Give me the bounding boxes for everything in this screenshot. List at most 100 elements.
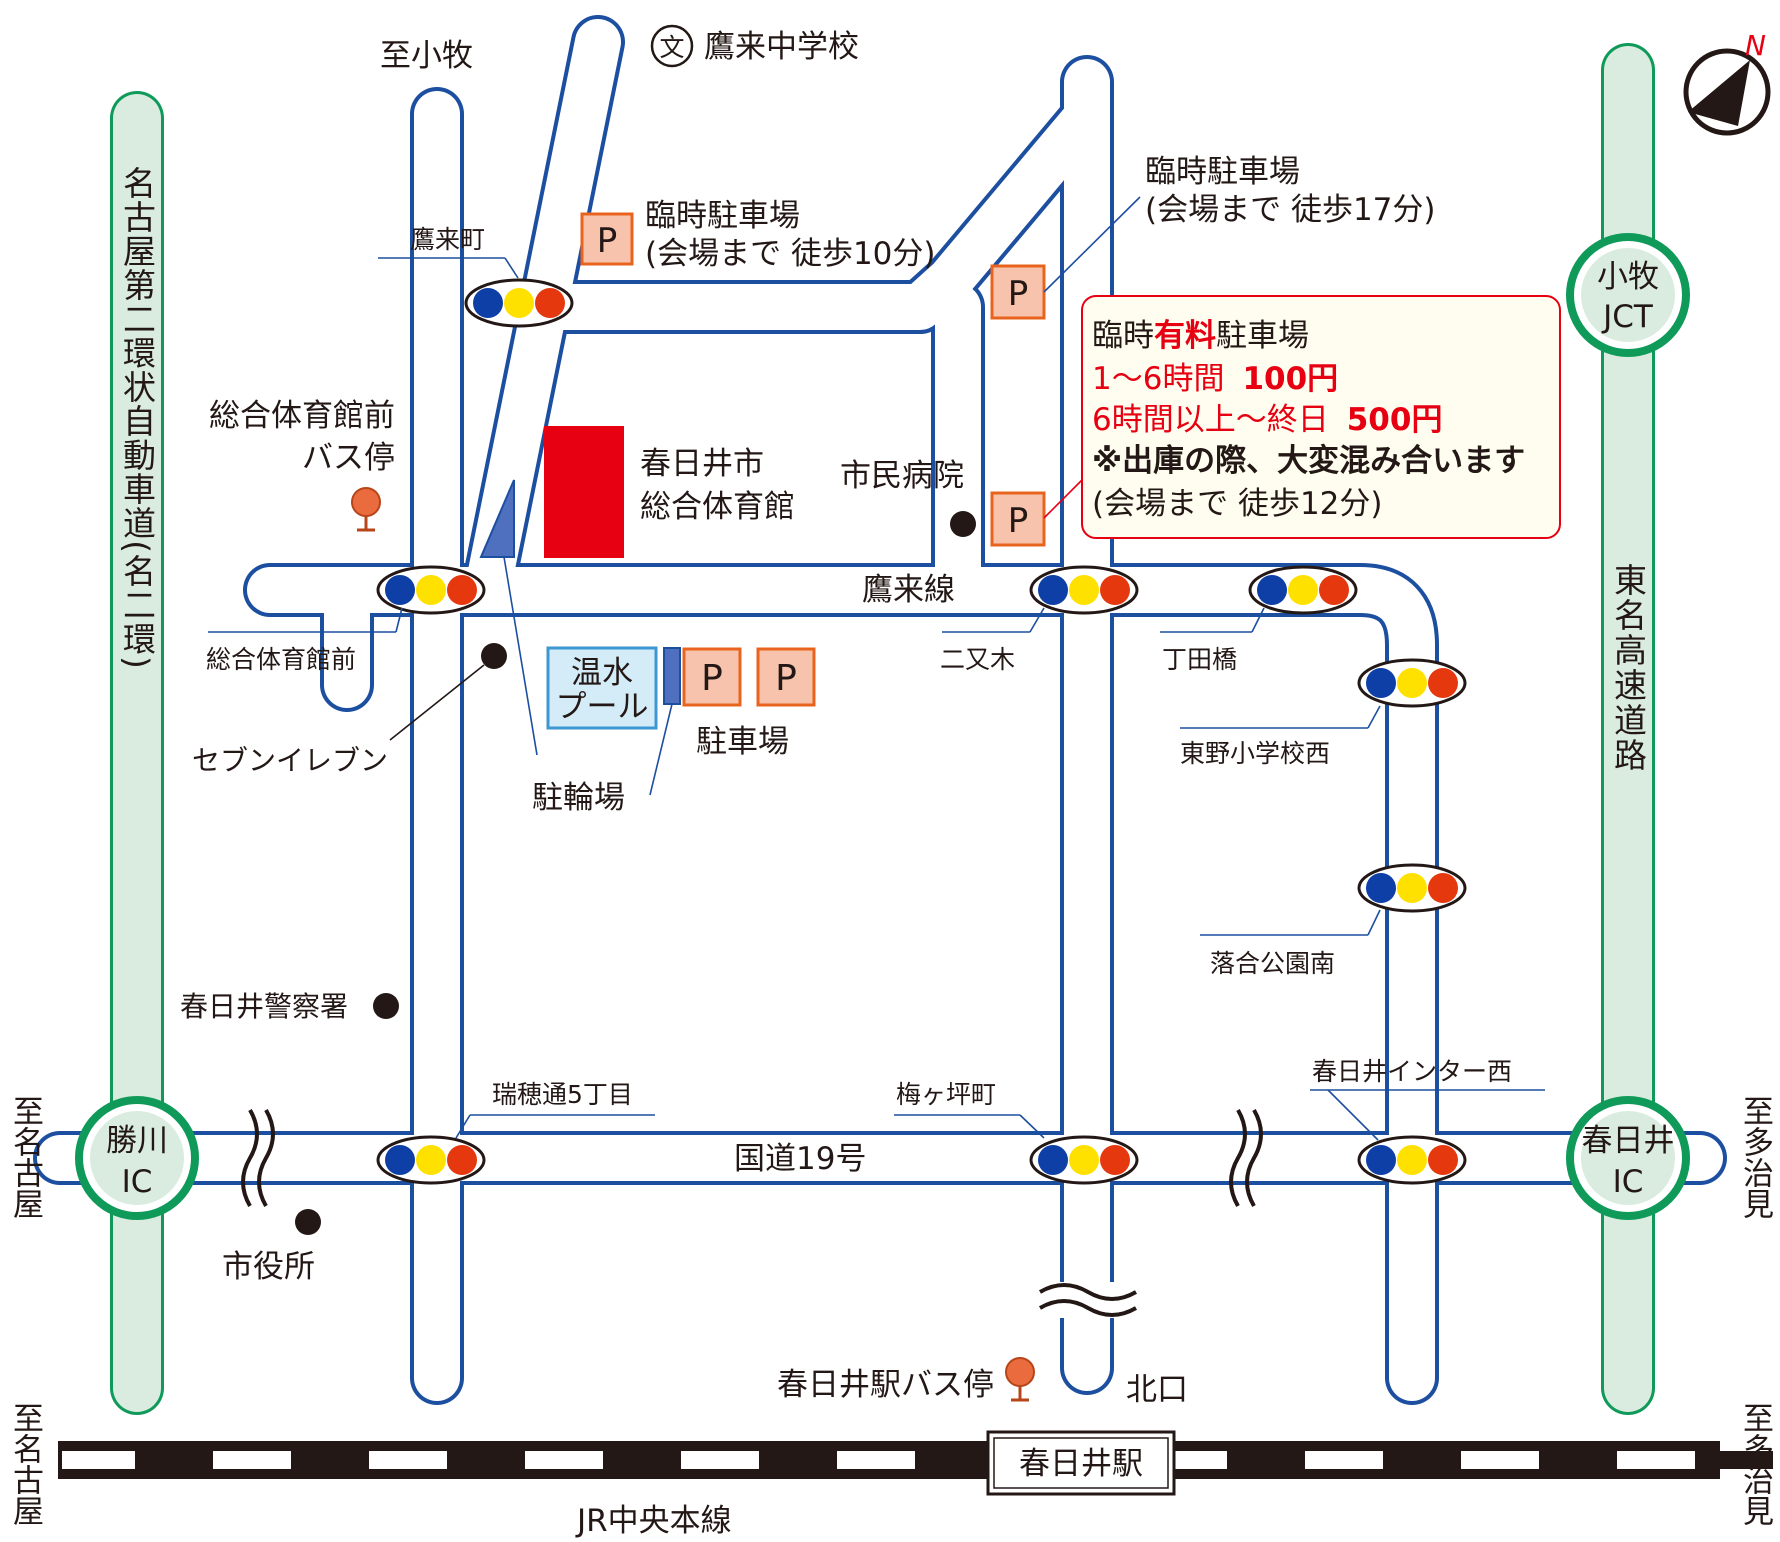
svg-text:勝川: 勝川 xyxy=(106,1123,168,1159)
rail-tie xyxy=(1695,1451,1773,1469)
parking-temp-1-title: 臨時駐車場 xyxy=(645,198,800,234)
traffic-signal-icon xyxy=(1248,565,1358,615)
rail-tie xyxy=(759,1451,837,1469)
parking-paid: P xyxy=(990,491,1046,547)
signal-label-higashino: 東野小学校西 xyxy=(1180,739,1330,768)
road-break-marks xyxy=(241,1108,1263,1318)
seven-eleven-label: セブンイレブン xyxy=(192,744,388,777)
signal-label-futamatagi: 二又木 xyxy=(940,645,1015,674)
svg-text:P: P xyxy=(1008,274,1029,314)
seven-eleven-marker xyxy=(481,643,507,669)
svg-text:※出庫の際、大変混み合います: ※出庫の際、大変混み合います xyxy=(1092,443,1525,479)
bicycle-parking-label: 駐輪場 xyxy=(532,780,625,816)
bicycle-rack xyxy=(663,647,681,705)
traffic-signal-icon xyxy=(1357,1135,1467,1185)
parking-main-2: P xyxy=(756,647,816,707)
traffic-signals xyxy=(376,278,1467,1185)
svg-text:N: N xyxy=(1745,29,1766,62)
venue-building xyxy=(544,426,624,558)
rail-tie xyxy=(603,1451,681,1469)
takagi-line-label: 鷹来線 xyxy=(862,572,955,608)
intersection-labels: 鷹来町 総合体育館前 二又木 丁田橋 東野小学校西 落合公園南 瑞穂通5丁目 梅… xyxy=(206,225,1545,1141)
tomei-label: 東名高速道路 xyxy=(1609,563,1648,773)
svg-text:小牧: 小牧 xyxy=(1597,259,1659,295)
hospital-marker xyxy=(950,511,976,537)
venue-label-2: 総合体育館 xyxy=(640,489,795,525)
parking-main-1: P xyxy=(682,647,742,707)
hospital-label: 市民病院 xyxy=(840,458,964,494)
route19-label: 国道19号 xyxy=(734,1141,866,1177)
bus-stop-gym-label-1: 総合体育館前 xyxy=(209,398,395,434)
meinikan-label: 名古屋第二環状自動車道(名二環) xyxy=(118,166,157,670)
svg-text:JCT: JCT xyxy=(1601,299,1654,335)
parking-temp-2-walk: (会場まで 徒歩17分) xyxy=(1145,192,1436,228)
svg-text:IC: IC xyxy=(122,1164,153,1200)
traffic-signal-icon xyxy=(376,565,486,615)
svg-text:プール: プール xyxy=(556,689,649,725)
pool: 温水 プール xyxy=(546,646,658,730)
parking-temp-2-title: 臨時駐車場 xyxy=(1145,154,1300,190)
police-marker xyxy=(373,993,399,1019)
svg-text:P: P xyxy=(1008,501,1029,541)
signal-label-kasugai-inter: 春日井インター西 xyxy=(1312,1057,1512,1086)
svg-text:温水: 温水 xyxy=(571,655,633,691)
bicycle-parking-marker xyxy=(479,479,515,558)
to-tajimi-2: 至多治見 xyxy=(1737,1402,1773,1526)
traffic-signal-icon xyxy=(1357,863,1467,913)
traffic-signal-icon xyxy=(1029,565,1139,615)
bus-stop-icon xyxy=(1005,1357,1035,1402)
rail-tie xyxy=(1227,1451,1305,1469)
signal-label-ochiai: 落合公園南 xyxy=(1210,949,1335,978)
jr-line-label: JR中央本線 xyxy=(575,1503,732,1539)
svg-text:IC: IC xyxy=(1613,1164,1644,1200)
signal-label-takagicho: 鷹来町 xyxy=(410,225,485,254)
svg-text:P: P xyxy=(701,658,723,699)
school-icon: 文 xyxy=(650,24,694,68)
signal-label-umegatsubo: 梅ヶ坪町 xyxy=(896,1080,996,1109)
signal-label-chodabashi: 丁田橋 xyxy=(1162,645,1237,674)
parking-temp-1: P xyxy=(580,212,634,266)
parking-temp-2: P xyxy=(990,264,1046,320)
to-nagoya-1: 至名古屋 xyxy=(7,1095,43,1219)
svg-text:P: P xyxy=(775,658,797,699)
school-label: 鷹来中学校 xyxy=(704,29,859,65)
svg-text:P: P xyxy=(597,221,618,261)
rail-tie xyxy=(447,1451,525,1469)
police-label: 春日井警察署 xyxy=(180,990,348,1023)
rail-tie xyxy=(1539,1451,1617,1469)
to-nagoya-2: 至名古屋 xyxy=(7,1402,43,1526)
komaki-jct: 小牧 JCT xyxy=(1566,233,1690,357)
rail-tie xyxy=(135,1451,213,1469)
rail-tie xyxy=(291,1451,369,1469)
signal-label-gym: 総合体育館前 xyxy=(206,645,356,674)
svg-text:春日井駅: 春日井駅 xyxy=(1019,1446,1143,1482)
traffic-signal-icon xyxy=(464,278,574,328)
city-hall-label: 市役所 xyxy=(222,1249,315,1285)
station-bus-label: 春日井駅バス停 xyxy=(777,1367,994,1403)
traffic-signal-icon xyxy=(376,1135,486,1185)
north-exit-label: 北口 xyxy=(1126,1372,1188,1408)
parking-temp-1-walk: (会場まで 徒歩10分) xyxy=(645,236,936,272)
svg-text:文: 文 xyxy=(659,33,684,62)
svg-text:(会場まで 徒歩12分): (会場まで 徒歩12分) xyxy=(1092,486,1383,522)
traffic-signal-icon xyxy=(1357,658,1467,708)
city-hall-marker xyxy=(295,1209,321,1235)
signal-label-mizuho: 瑞穂通5丁目 xyxy=(492,1080,633,1109)
bus-stop-gym-label-2: バス停 xyxy=(302,440,395,476)
north-arrow-icon: N xyxy=(1683,29,1771,136)
kasugai-ic[interactable]: 春日井 IC xyxy=(1566,1096,1690,1220)
bus-stop-icon xyxy=(351,487,381,532)
katsukawa-ic[interactable]: 勝川 IC xyxy=(75,1096,199,1220)
kasugai-station[interactable]: 春日井駅 xyxy=(986,1430,1176,1496)
rail-tie xyxy=(915,1451,993,1469)
svg-text:臨時有料駐車場: 臨時有料駐車場 xyxy=(1092,318,1309,354)
jr-chuo-line xyxy=(58,1441,1773,1479)
parking-main-label: 駐車場 xyxy=(696,724,789,760)
to-komaki: 至小牧 xyxy=(380,38,473,74)
to-tajimi-1: 至多治見 xyxy=(1737,1095,1773,1219)
venue-label-1: 春日井市 xyxy=(640,446,764,482)
